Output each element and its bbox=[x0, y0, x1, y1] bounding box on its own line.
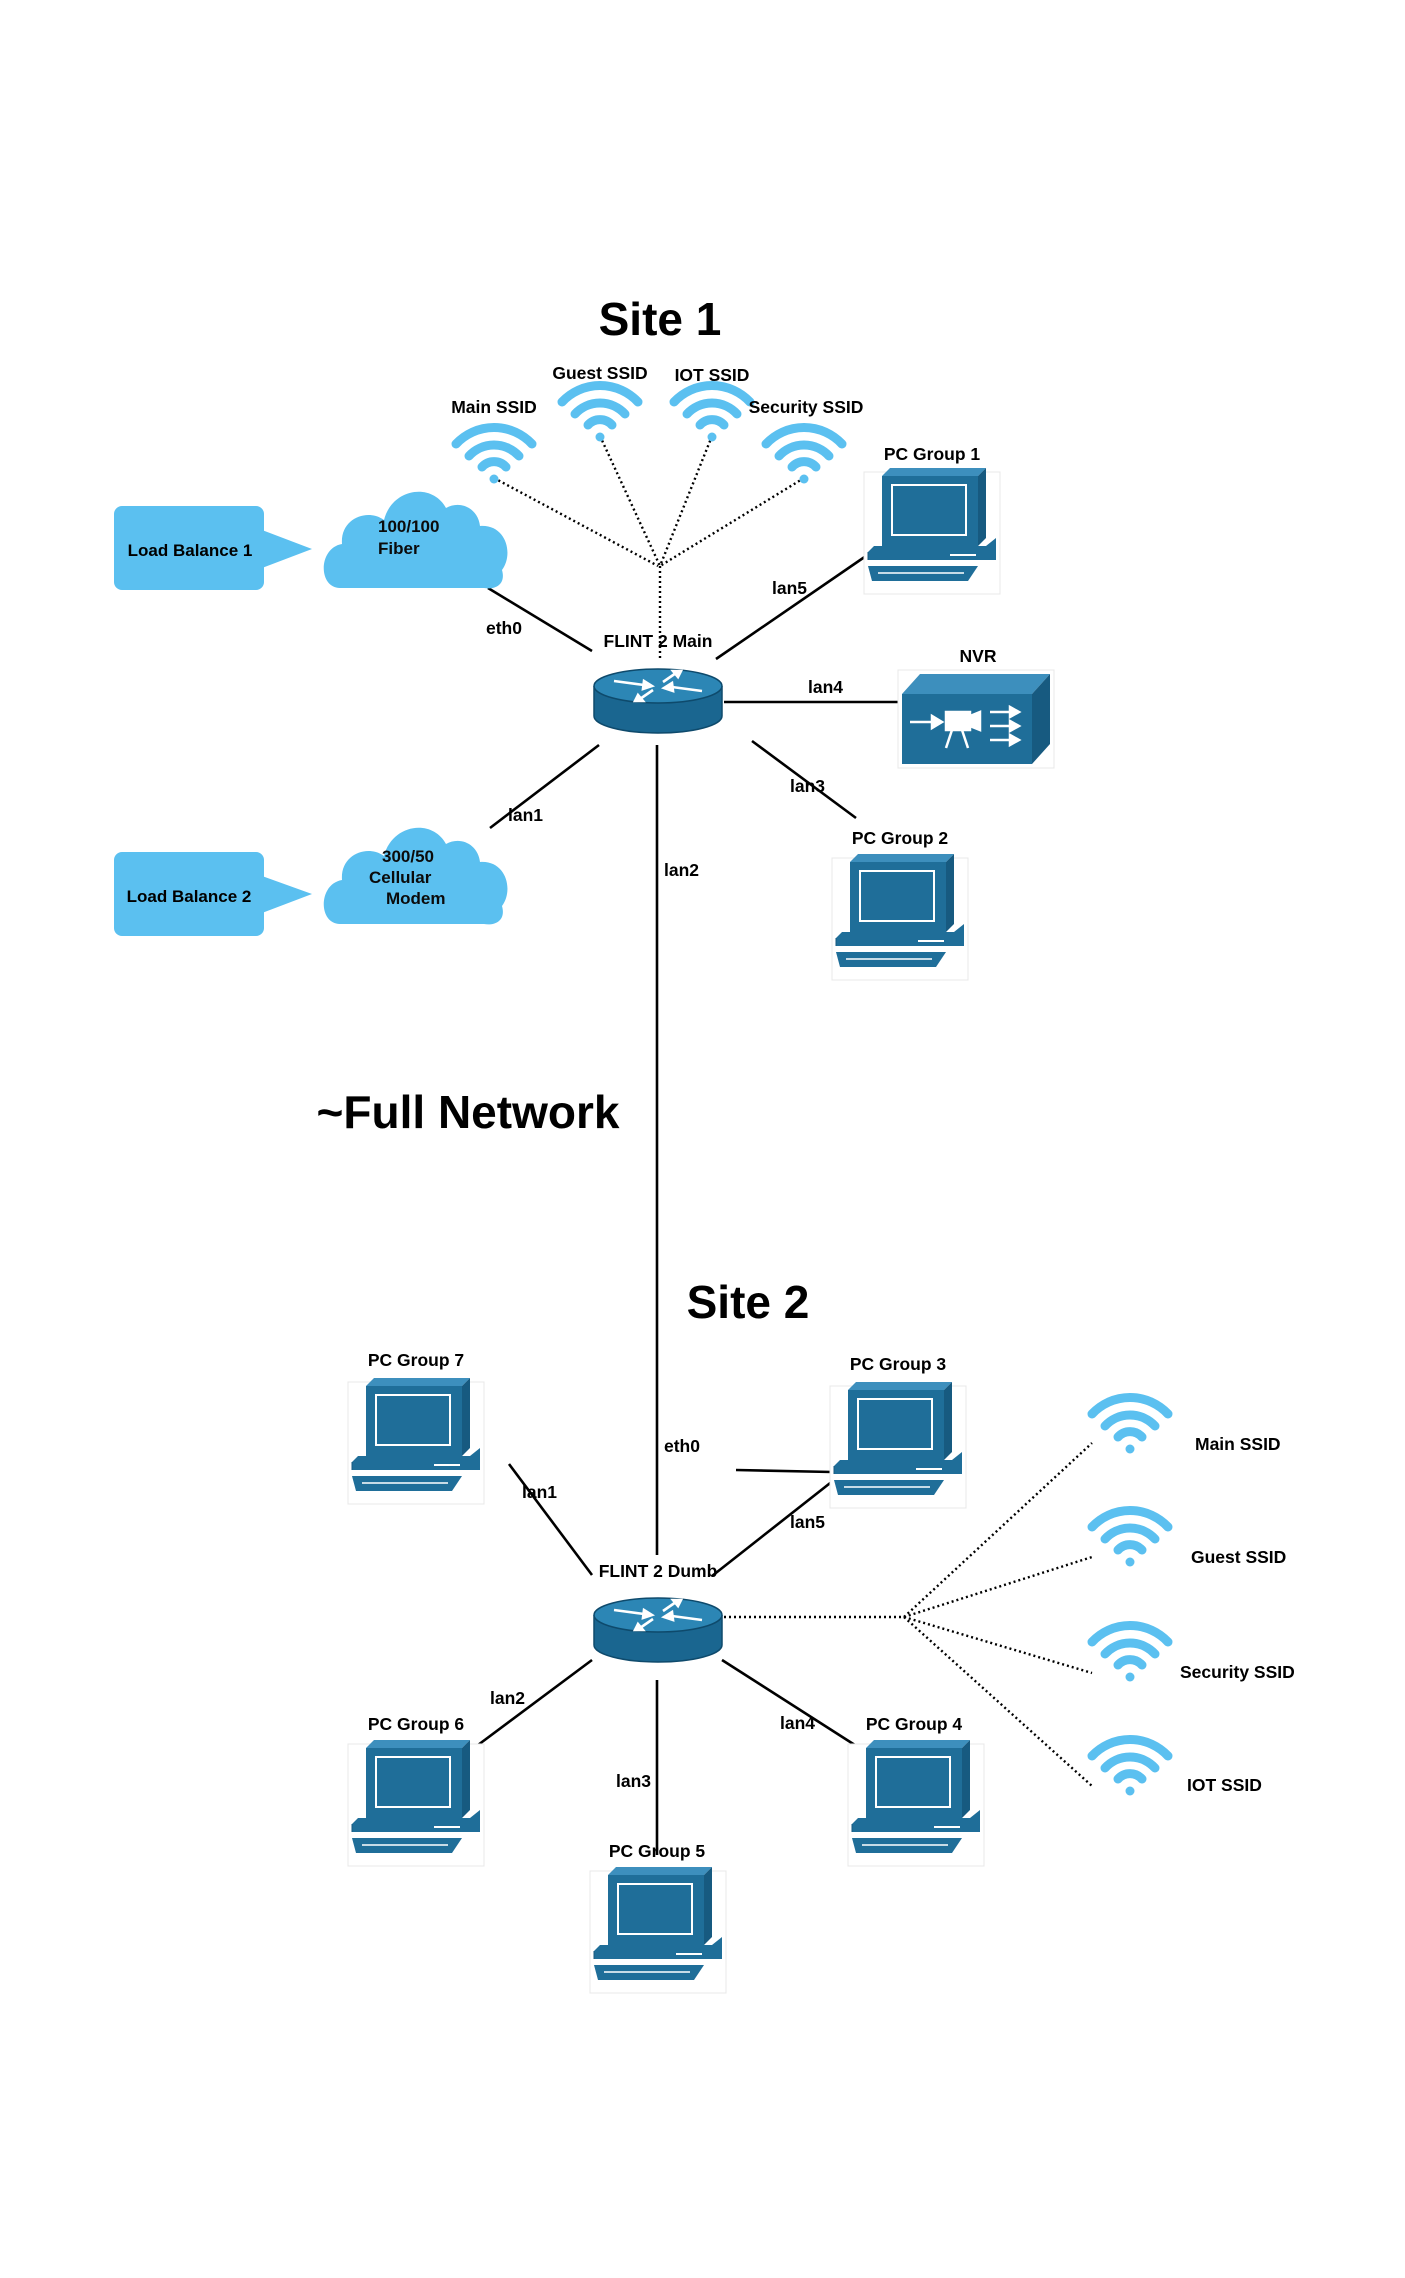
site1-router-label: FLINT 2 Main bbox=[604, 631, 713, 651]
cellular-cloud-line-2: Cellular bbox=[369, 868, 432, 887]
load-balance-1-label: Load Balance 1 bbox=[128, 541, 253, 560]
site2-lan3-port-label: lan3 bbox=[616, 1771, 651, 1791]
site1-lan5-port-label: lan5 bbox=[772, 578, 807, 598]
site2-lan4-port-label: lan4 bbox=[780, 1713, 815, 1733]
site1-iot-ssid-label: IOT SSID bbox=[675, 365, 750, 385]
site2-guest-ssid-label: Guest SSID bbox=[1191, 1547, 1286, 1567]
site2-guest-ssid-wifi-icon bbox=[1092, 1510, 1168, 1566]
site1-links bbox=[487, 435, 900, 1555]
load-balance-2-label: Load Balance 2 bbox=[127, 887, 252, 906]
pc-group-4-computer-icon bbox=[847, 1739, 985, 1867]
site1-lan1-port-label: lan1 bbox=[508, 805, 543, 825]
load-balance-2-callout: Load Balance 2 bbox=[114, 852, 312, 936]
site1-eth0-port-label: eth0 bbox=[486, 618, 522, 638]
site2-lan2-port-label: lan2 bbox=[490, 1688, 525, 1708]
pc-group-1-label: PC Group 1 bbox=[884, 444, 981, 464]
site1-lan4-port-label: lan4 bbox=[808, 677, 843, 697]
site1-main-ssid-wifi-icon bbox=[456, 427, 532, 483]
site1-lan3-port-label: lan3 bbox=[790, 776, 825, 796]
pc-group-2-label: PC Group 2 bbox=[852, 828, 949, 848]
pc-group-3-computer-icon bbox=[829, 1381, 967, 1509]
site2-security-ssid-wifi-icon bbox=[1092, 1625, 1168, 1681]
site2-router-icon bbox=[592, 1596, 724, 1664]
pc-group-3-label: PC Group 3 bbox=[850, 1354, 947, 1374]
site2-lan5-port-label: lan5 bbox=[790, 1512, 825, 1532]
pc-group-7-computer-icon bbox=[347, 1377, 485, 1505]
cellular-cloud-line-1: 300/50 bbox=[382, 847, 434, 866]
site1-router-icon bbox=[592, 667, 724, 735]
site2-links bbox=[477, 1442, 1093, 1855]
site1-security-ssid-label: Security SSID bbox=[749, 397, 864, 417]
site2-iot-ssid-wifi-icon bbox=[1092, 1739, 1168, 1795]
nvr-camera-icon bbox=[897, 669, 1055, 769]
cellular-cloud-line-3: Modem bbox=[386, 889, 446, 908]
full-network-title: ~Full Network bbox=[317, 1086, 620, 1138]
load-balance-1-callout: Load Balance 1 bbox=[114, 506, 312, 590]
pc-group-4-label: PC Group 4 bbox=[866, 1714, 963, 1734]
site1-lan2-port-label: lan2 bbox=[664, 860, 699, 880]
site1-main-ssid-label: Main SSID bbox=[451, 397, 537, 417]
site2-title: Site 2 bbox=[687, 1276, 810, 1328]
site2-router-label: FLINT 2 Dumb bbox=[599, 1561, 718, 1581]
site1-iot-ssid-wifi-icon bbox=[674, 385, 750, 441]
site2-main-ssid-label: Main SSID bbox=[1195, 1434, 1281, 1454]
pc-group-6-computer-icon bbox=[347, 1739, 485, 1867]
pc-group-5-computer-icon bbox=[589, 1866, 727, 1994]
site2-main-ssid-wifi-icon bbox=[1092, 1397, 1168, 1453]
site2-security-ssid-label: Security SSID bbox=[1180, 1662, 1295, 1682]
site2-eth0-port-label: eth0 bbox=[664, 1436, 700, 1456]
fiber-cloud-line-2: Fiber bbox=[378, 539, 420, 558]
nvr-label: NVR bbox=[960, 646, 997, 666]
pc-group-5-label: PC Group 5 bbox=[609, 1841, 706, 1861]
pc-group-7-label: PC Group 7 bbox=[368, 1350, 464, 1370]
pc-group-6-label: PC Group 6 bbox=[368, 1714, 465, 1734]
pc-group-2-computer-icon bbox=[831, 853, 969, 981]
fiber-cloud-line-1: 100/100 bbox=[378, 517, 439, 536]
site2-lan1-port-label: lan1 bbox=[522, 1482, 557, 1502]
site1-guest-ssid-label: Guest SSID bbox=[552, 363, 647, 383]
site2-iot-ssid-label: IOT SSID bbox=[1187, 1775, 1262, 1795]
site1-security-ssid-wifi-icon bbox=[766, 427, 842, 483]
pc-group-1-computer-icon bbox=[863, 467, 1001, 595]
site1-title: Site 1 bbox=[599, 293, 722, 345]
site1-guest-ssid-wifi-icon bbox=[562, 385, 638, 441]
